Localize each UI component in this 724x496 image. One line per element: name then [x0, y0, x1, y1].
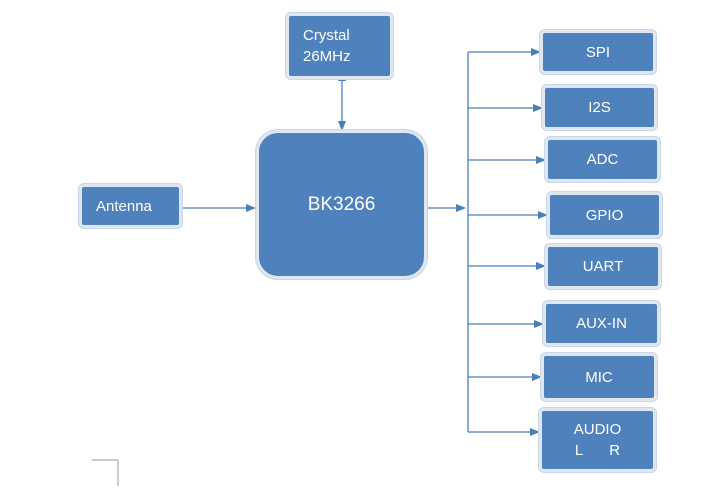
- crystal-frequency: 26MHz: [303, 48, 351, 65]
- i2s-box: I2S: [542, 85, 657, 130]
- spi-label: SPI: [585, 43, 611, 61]
- uart-box: UART: [545, 244, 661, 289]
- corner-mark: [92, 459, 119, 486]
- mic-box: MIC: [541, 353, 657, 401]
- audio-label: AUDIO: [573, 421, 622, 438]
- audio-left-label: L: [574, 442, 584, 459]
- adc-box: ADC: [545, 137, 660, 182]
- spi-box: SPI: [540, 30, 656, 74]
- aux-in-label: AUX-IN: [576, 315, 627, 332]
- gpio-box: GPIO: [547, 192, 662, 238]
- chip-label: BK3266: [307, 193, 376, 215]
- bk3266-chip-box: BK3266: [256, 130, 427, 279]
- antenna-label: Antenna: [96, 197, 152, 215]
- adc-label: ADC: [586, 151, 619, 168]
- crystal-label: Crystal: [303, 27, 350, 44]
- aux-in-box: AUX-IN: [543, 301, 660, 346]
- mic-label: MIC: [585, 368, 613, 386]
- antenna-box: Antenna: [79, 184, 182, 228]
- audio-box: AUDIO L R: [539, 408, 656, 472]
- audio-right-label: R: [609, 442, 621, 459]
- uart-label: UART: [582, 258, 624, 275]
- gpio-label: GPIO: [585, 206, 624, 224]
- i2s-label: I2S: [588, 99, 611, 116]
- crystal-box: Crystal 26MHz: [286, 13, 393, 79]
